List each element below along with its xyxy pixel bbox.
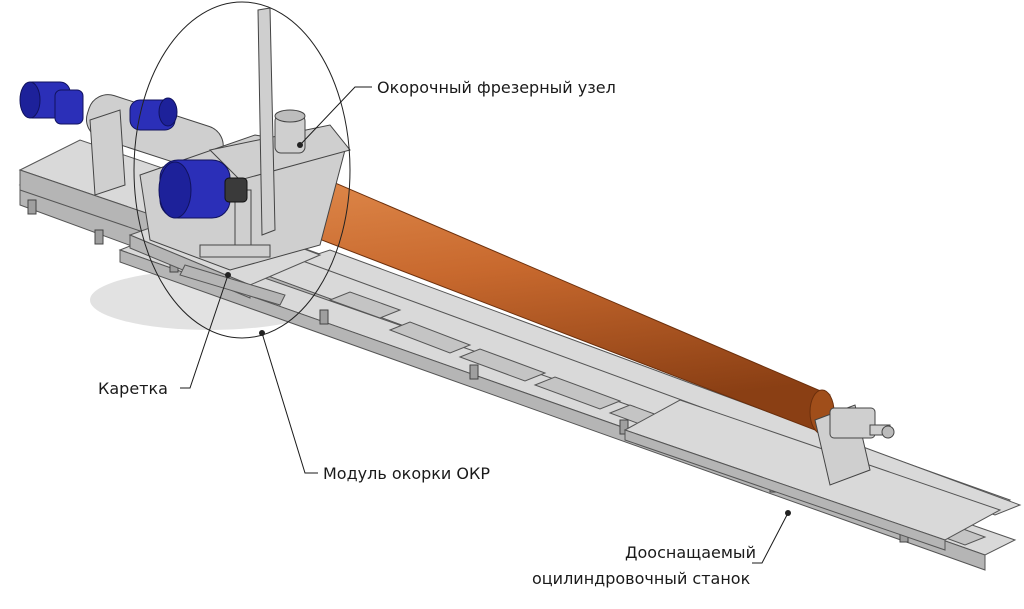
tail-stock (814, 404, 895, 486)
motor-main (158, 159, 248, 219)
module-highlight-ellipse (133, 1, 351, 339)
motor-top (129, 97, 178, 131)
motor-left (19, 81, 84, 125)
label-machine-line2: оцилиндровочный станок (532, 569, 751, 588)
leader-lines (180, 86, 791, 564)
label-carriage: Каретка (98, 379, 168, 398)
label-machine-line1: Дооснащаемый (625, 543, 756, 562)
label-module: Модуль окорки ОКР (323, 464, 490, 483)
label-milling-unit: Окорочный фрезерный узел (377, 78, 616, 97)
